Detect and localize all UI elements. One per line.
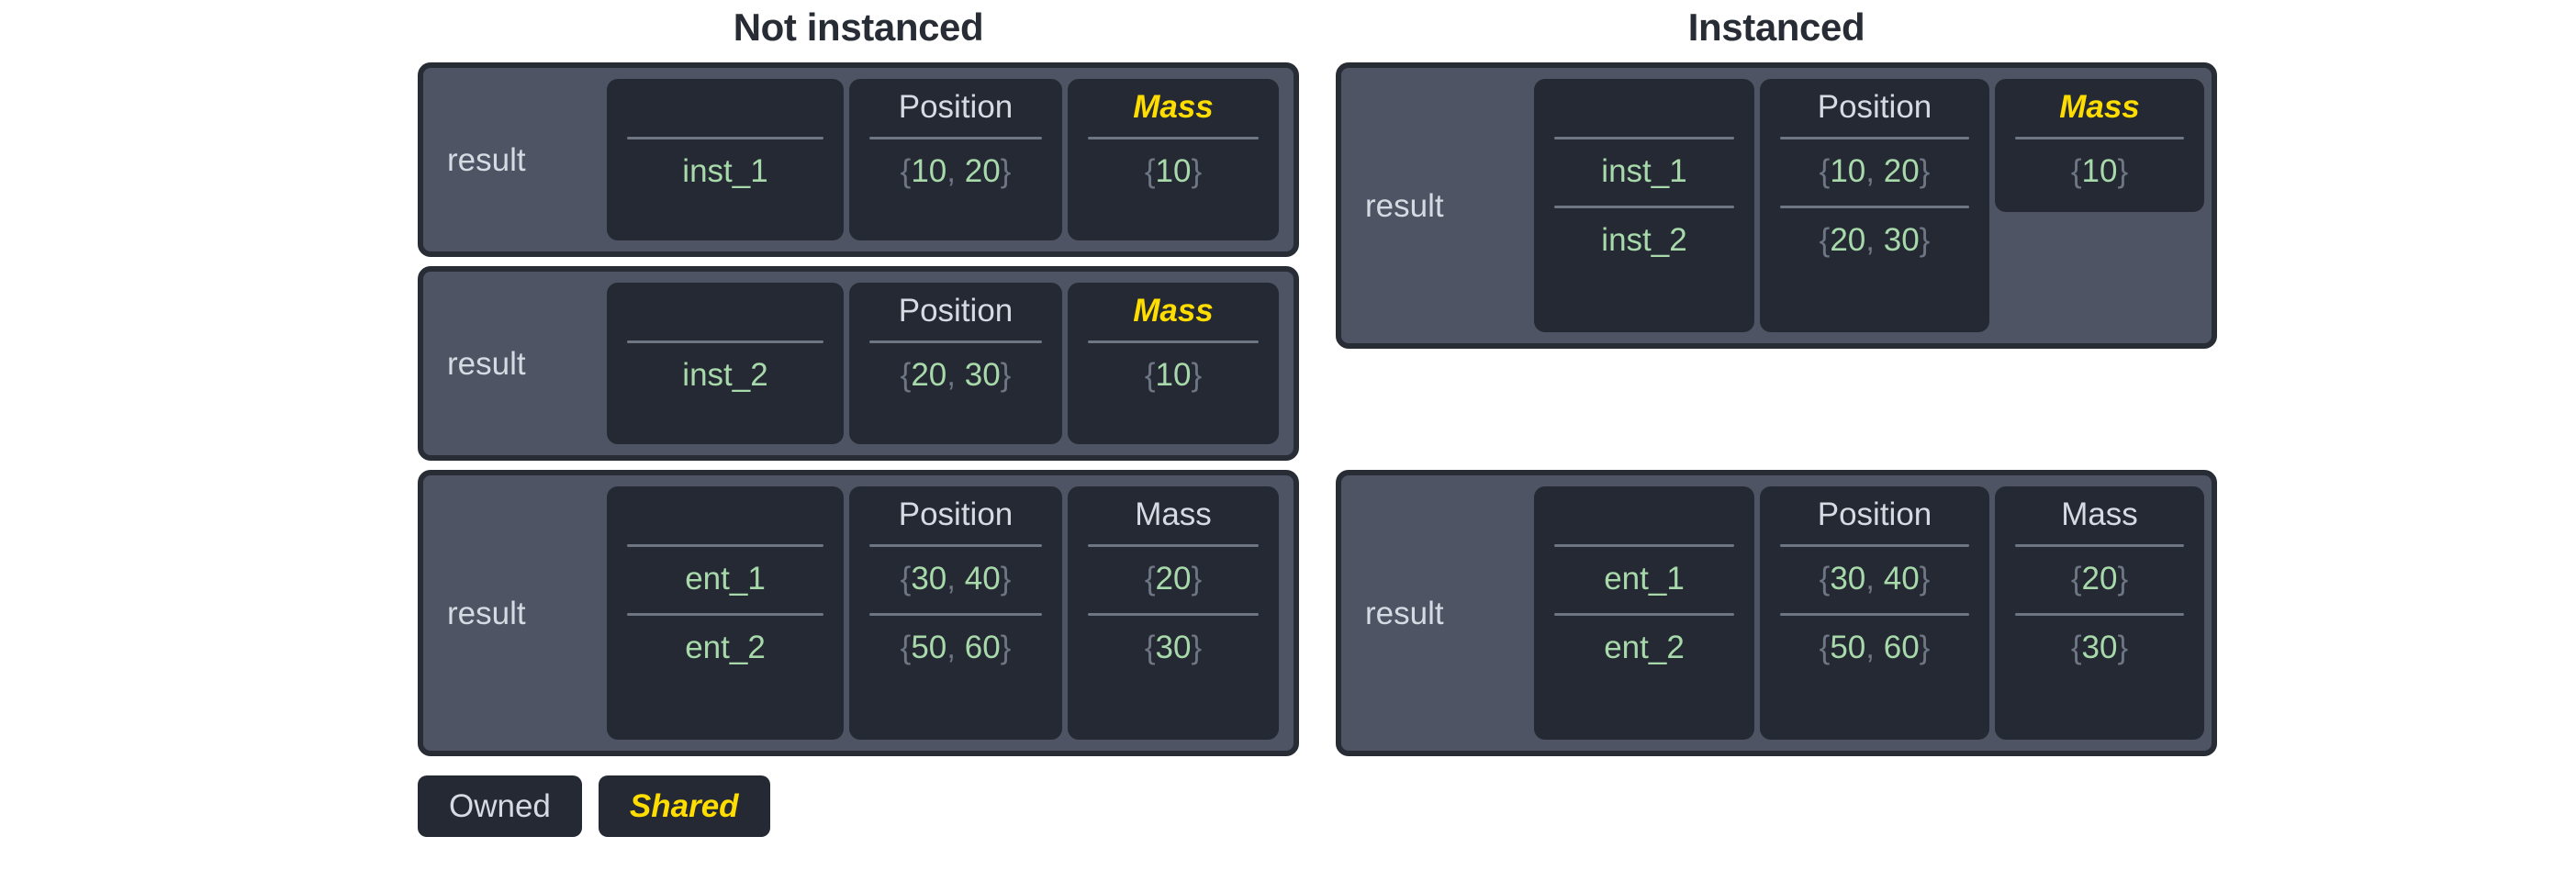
column-position: Position {20, 30}	[849, 283, 1062, 444]
column-header: Position	[1817, 496, 1932, 532]
row-divider	[1088, 613, 1259, 617]
table-cell: {50, 60}	[900, 630, 1012, 666]
row-divider	[1554, 544, 1734, 547]
column-header: Mass	[1133, 293, 1214, 329]
legend-chip-shared[interactable]: Shared	[598, 775, 770, 837]
row-divider	[869, 137, 1042, 139]
table-cell: ent_2	[1604, 630, 1685, 666]
result-label: result	[447, 345, 526, 382]
table-cell: {30}	[2070, 630, 2129, 666]
column-header	[622, 292, 829, 332]
row-divider	[1780, 206, 1969, 209]
table-left-2: result ent_1 ent_2 Position {30, 40} {50, 60…	[418, 470, 1299, 756]
row-divider	[1554, 206, 1734, 209]
table-left-1: result inst_2 Position {20, 30} Mass {10}	[418, 266, 1299, 461]
table-cell: {10}	[1144, 357, 1203, 393]
column-position: Position {10, 20} {20, 30}	[1760, 79, 1989, 332]
column-header	[622, 88, 829, 128]
table-cell: ent_1	[1604, 561, 1685, 597]
column-header	[622, 496, 829, 536]
table-cell: inst_2	[682, 357, 768, 393]
table-cell: {30, 40}	[900, 561, 1012, 597]
table-cell: inst_1	[1601, 153, 1687, 189]
column-group: ent_1 ent_2 Position {30, 40} {50, 60} Mass {2…	[1534, 486, 2204, 740]
result-label: result	[447, 141, 526, 178]
row-divider	[627, 544, 823, 547]
legend-chip-owned[interactable]: Owned	[418, 775, 582, 837]
row-divider	[1088, 137, 1259, 139]
column-header: Mass	[1135, 496, 1212, 532]
table-cell: {20}	[1144, 561, 1203, 597]
row-divider	[627, 340, 823, 343]
row-divider	[1780, 613, 1969, 617]
table-right-1: result ent_1 ent_2 Position {30, 40} {50, 60…	[1336, 470, 2217, 756]
column-header: Position	[1817, 89, 1932, 125]
column-header	[1549, 496, 1740, 536]
row-divider	[627, 137, 823, 139]
row-divider	[627, 613, 823, 617]
table-cell: {10}	[2070, 153, 2129, 189]
column-group: inst_2 Position {20, 30} Mass {10}	[607, 283, 1282, 444]
row-divider	[1780, 544, 1969, 547]
row-divider	[869, 544, 1042, 547]
row-divider	[2015, 544, 2184, 547]
column-position: Position {30, 40} {50, 60}	[849, 486, 1062, 740]
row-divider	[1088, 340, 1259, 343]
row-divider	[1554, 613, 1734, 617]
column-header: Position	[898, 89, 1014, 125]
column-header: Mass	[2059, 89, 2140, 125]
table-right-0: result inst_1 inst_2 Position {10, 20} {20, …	[1336, 62, 2217, 349]
row-divider	[869, 340, 1042, 343]
column-group: ent_1 ent_2 Position {30, 40} {50, 60} Mass {2…	[607, 486, 1282, 740]
row-divider	[1554, 137, 1734, 139]
column-header: Position	[898, 293, 1014, 329]
table-cell: {30, 40}	[1819, 561, 1931, 597]
table-cell: {10, 20}	[1819, 153, 1931, 189]
column-header	[1549, 88, 1740, 128]
column-mass: Mass {10}	[1995, 79, 2204, 213]
column-position: Position {10, 20}	[849, 79, 1062, 240]
table-cell: {20, 30}	[1819, 222, 1931, 259]
column-position: Position {30, 40} {50, 60}	[1760, 486, 1989, 740]
column-header: Mass	[2061, 496, 2138, 532]
table-cell: ent_1	[685, 561, 766, 597]
table-cell: {30}	[1144, 630, 1203, 666]
table-left-0: result inst_1 Position {10, 20} Mass {10}	[418, 62, 1299, 257]
row-divider	[1780, 137, 1969, 139]
column-header: Position	[898, 496, 1014, 532]
column-mass: Mass {10}	[1068, 283, 1279, 444]
table-cell: inst_1	[682, 153, 768, 189]
column-name: ent_1 ent_2	[607, 486, 844, 740]
row-divider	[2015, 613, 2184, 617]
table-cell: {10, 20}	[900, 153, 1012, 189]
legend: Owned Shared	[418, 775, 770, 837]
table-cell: inst_2	[1601, 222, 1687, 259]
column-name: inst_1 inst_2	[1534, 79, 1754, 332]
row-divider	[869, 613, 1042, 617]
column-mass: Mass {20} {30}	[1068, 486, 1279, 740]
result-label: result	[1365, 595, 1444, 631]
result-label: result	[1365, 187, 1444, 224]
column-name: ent_1 ent_2	[1534, 486, 1754, 740]
row-divider	[1088, 544, 1259, 547]
column-group: inst_1 inst_2 Position {10, 20} {20, 30} Mass…	[1534, 79, 2204, 332]
table-cell: {50, 60}	[1819, 630, 1931, 666]
column-mass: Mass {20} {30}	[1995, 486, 2204, 740]
column-header: Mass	[1133, 89, 1214, 125]
column-group: inst_1 Position {10, 20} Mass {10}	[607, 79, 1282, 240]
column-name: inst_1	[607, 79, 844, 240]
result-label: result	[447, 595, 526, 631]
table-cell: {20}	[2070, 561, 2129, 597]
table-cell: {10}	[1144, 153, 1203, 189]
section-title-instanced: Instanced	[1687, 6, 1865, 49]
row-divider	[2015, 137, 2184, 139]
column-mass: Mass {10}	[1068, 79, 1279, 240]
section-title-not-instanced: Not instanced	[733, 6, 984, 49]
table-cell: ent_2	[685, 630, 766, 666]
column-name: inst_2	[607, 283, 844, 444]
table-cell: {20, 30}	[900, 357, 1012, 393]
